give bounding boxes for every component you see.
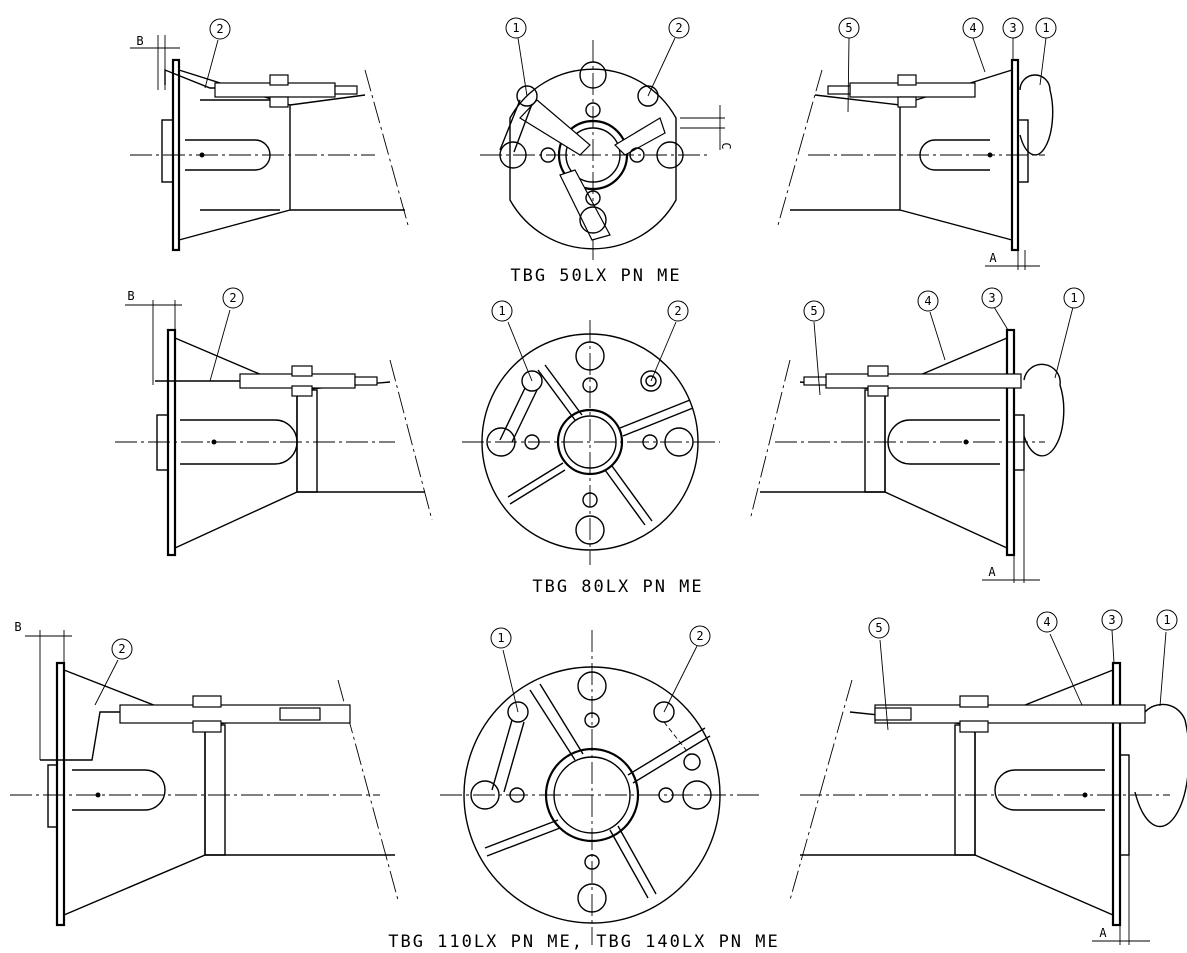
dimension-a-label-row1: A [989, 251, 997, 265]
dimension-b-label-row1: B [136, 34, 143, 48]
callout-4-row2-right: 4 [917, 290, 939, 312]
callout-4-row1-right: 4 [962, 17, 984, 39]
svg-text:1: 1 [1070, 291, 1077, 305]
callout-5-row3-right: 5 [868, 617, 890, 639]
svg-text:3: 3 [1108, 613, 1115, 627]
svg-text:3: 3 [988, 291, 995, 305]
callout-3-row2-right: 3 [981, 287, 1003, 309]
svg-text:5: 5 [810, 304, 817, 318]
dimension-a-label-row2: A [988, 565, 996, 579]
row1-front-view: C [480, 37, 733, 262]
svg-text:5: 5 [875, 621, 882, 635]
svg-text:3: 3 [1009, 21, 1016, 35]
svg-text:1: 1 [1042, 21, 1049, 35]
svg-text:2: 2 [674, 304, 681, 318]
callout-1-row3-right: 1 [1156, 609, 1178, 631]
callout-3-row3-right: 3 [1101, 609, 1123, 631]
callout-1-row1-right: 1 [1035, 17, 1057, 39]
callout-1-row3-front: 1 [490, 627, 512, 649]
callout-2-row1-left: 2 [209, 18, 231, 40]
svg-text:1: 1 [498, 304, 505, 318]
caption-tbg-50lx: TBG 50LX PN ME [510, 266, 681, 286]
callout-2-row2-front: 2 [667, 300, 689, 322]
row2-right-side-view: A [749, 306, 1074, 583]
svg-text:4: 4 [1043, 615, 1050, 629]
row3-front-view [440, 630, 760, 945]
callout-2-row2-left: 2 [222, 287, 244, 309]
callout-3-row1-right: 3 [1002, 17, 1024, 39]
svg-text:2: 2 [118, 642, 125, 656]
dimension-c-label: C [719, 142, 733, 149]
row3-right-side-view: A [789, 629, 1187, 945]
svg-text:4: 4 [969, 21, 976, 35]
row3-left-side-view: B [10, 620, 399, 927]
svg-text:2: 2 [696, 629, 703, 643]
svg-text:1: 1 [497, 631, 504, 645]
svg-text:2: 2 [216, 22, 223, 36]
callout-4-row3-right: 4 [1036, 611, 1058, 633]
row1-left-side-view: B [130, 34, 409, 252]
caption-tbg-80lx: TBG 80LX PN ME [532, 577, 703, 597]
row2-front-view [462, 320, 720, 565]
dimension-a-label-row3: A [1099, 926, 1107, 940]
dimension-b-label-row2: B [127, 289, 134, 303]
svg-text:4: 4 [924, 294, 931, 308]
callout-5-row1-right: 5 [838, 17, 860, 39]
callout-1-row2-right: 1 [1063, 287, 1085, 309]
row2-left-side-view: B [115, 289, 433, 557]
callout-2-row1-front: 2 [668, 17, 690, 39]
callout-5-row2-right: 5 [803, 300, 825, 322]
callout-2-row3-left: 2 [111, 638, 133, 660]
dimension-b-label-row3: B [14, 620, 21, 634]
callout-2-row3-front: 2 [689, 625, 711, 647]
callout-1-row1-front: 1 [505, 17, 527, 39]
callout-1-row2-front: 1 [491, 300, 513, 322]
svg-text:1: 1 [512, 21, 519, 35]
caption-tbg-110lx-140lx: TBG 110LX PN ME, TBG 140LX PN ME [388, 932, 780, 952]
row1-right-side-view: A [777, 37, 1054, 270]
svg-text:2: 2 [229, 291, 236, 305]
svg-text:1: 1 [1163, 613, 1170, 627]
svg-text:2: 2 [675, 21, 682, 35]
svg-text:5: 5 [845, 21, 852, 35]
